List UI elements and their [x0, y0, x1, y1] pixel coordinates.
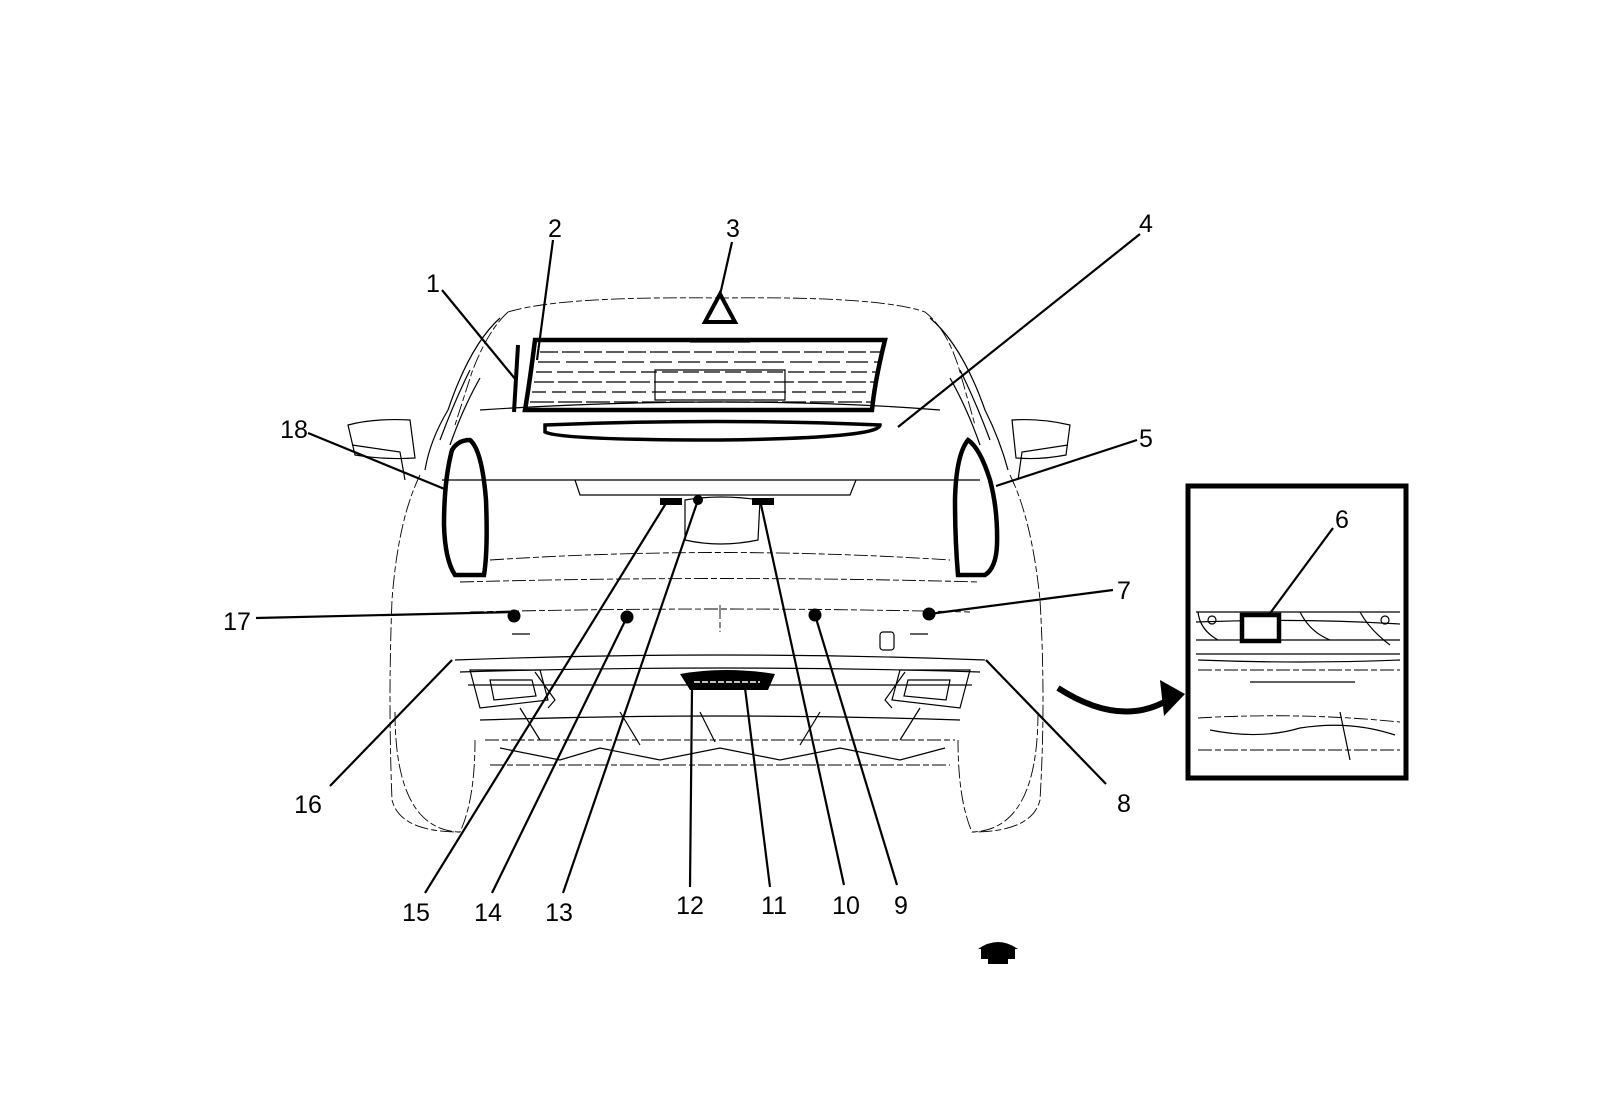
leader-lines [255, 233, 1334, 894]
right-tail-lamp [952, 436, 1000, 578]
vehicle-rear-outline [347, 297, 1071, 833]
callout-15: 15 [402, 899, 430, 927]
callout-4: 4 [1139, 210, 1153, 238]
rear-window [522, 337, 888, 413]
license-lamp-left [660, 498, 682, 505]
callout-5: 5 [1139, 425, 1153, 453]
left-tail-lamp [441, 437, 489, 578]
callout-3: 3 [726, 215, 740, 243]
callout-13: 13 [545, 899, 573, 927]
callout-2: 2 [548, 215, 562, 243]
center-rear-lamp [680, 670, 775, 690]
callout-17: 17 [223, 608, 251, 636]
callout-14: 14 [474, 899, 502, 927]
callout-8: 8 [1117, 790, 1131, 818]
callout-labels: 1 2 3 4 5 6 7 8 9 10 11 12 13 14 15 16 1… [223, 210, 1349, 927]
callout-12: 12 [676, 892, 704, 920]
callout-1: 1 [426, 270, 440, 298]
callout-7: 7 [1117, 577, 1131, 605]
roof-antenna [701, 289, 739, 324]
license-lamp-right [752, 498, 774, 505]
curved-arrow-icon [1056, 680, 1185, 716]
vehicle-front-arrow-icon [978, 942, 1018, 964]
callout-18: 18 [280, 416, 308, 444]
callout-6: 6 [1335, 506, 1349, 534]
highlighted-components [441, 289, 1000, 690]
inset-highlighted-module [1239, 612, 1282, 644]
callout-16: 16 [294, 791, 322, 819]
callout-9: 9 [894, 892, 908, 920]
detail-inset [1185, 483, 1409, 781]
rear-window-defogger-grid [530, 351, 880, 403]
callout-10: 10 [832, 892, 860, 920]
callout-11: 11 [761, 892, 787, 920]
rear-spoiler [543, 419, 882, 442]
